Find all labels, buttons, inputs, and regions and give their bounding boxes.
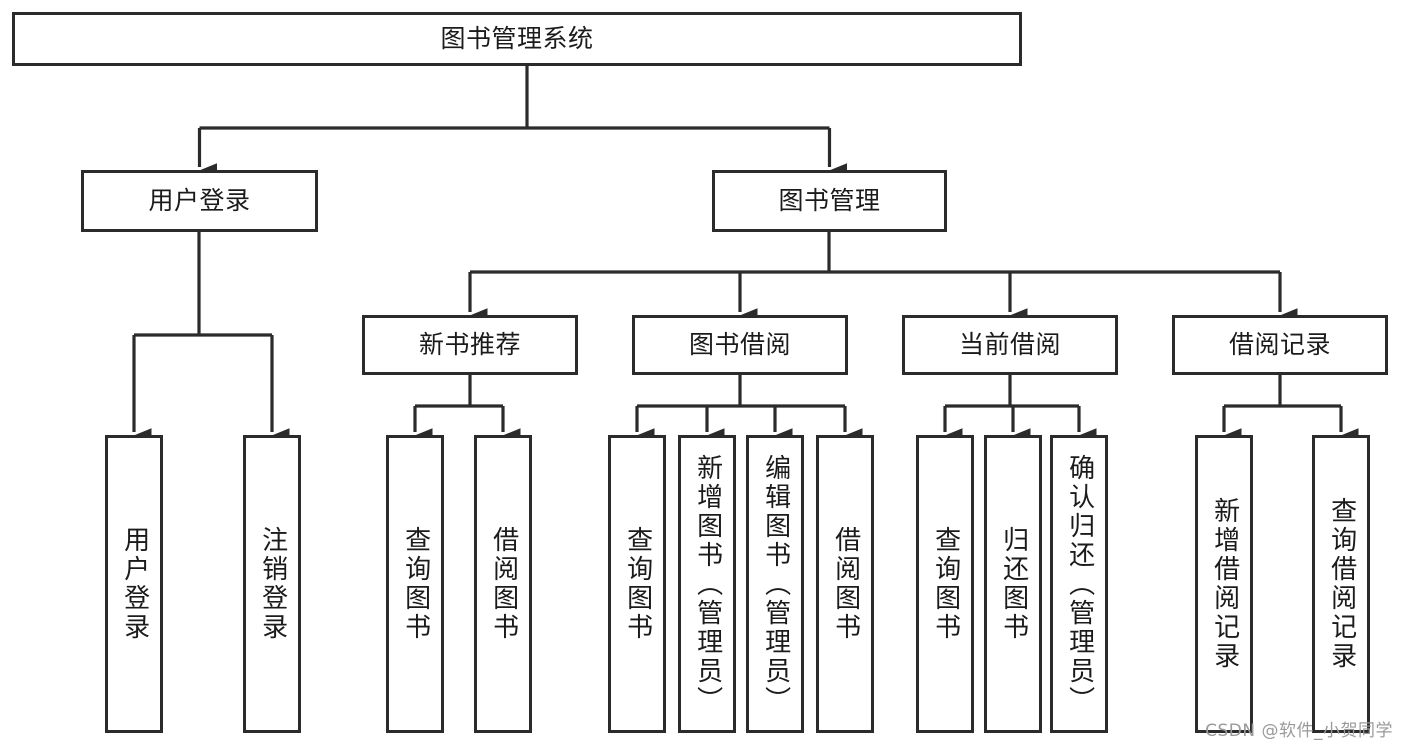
node-label: 新书推荐 xyxy=(418,329,521,359)
node-label: 用户登录 xyxy=(119,526,150,642)
node-label: 用户登录 xyxy=(148,185,251,215)
node-label: 查询图书 xyxy=(400,526,431,642)
watermark-label: CSDN @软件_小贺同学 xyxy=(1205,721,1393,741)
node-label: 借阅图书 xyxy=(488,526,519,642)
node-current-borrow[interactable]: 当前借阅 xyxy=(902,315,1118,375)
node-label: 查询借阅记录 xyxy=(1326,497,1357,671)
node-user-login[interactable]: 用户登录 xyxy=(81,170,318,232)
node-leaf-borrow-book-1[interactable]: 借阅图书 xyxy=(474,435,532,733)
node-borrow-record[interactable]: 借阅记录 xyxy=(1172,315,1388,375)
node-leaf-return-book[interactable]: 归还图书 xyxy=(984,435,1042,733)
node-label: 新增借阅记录 xyxy=(1209,497,1240,671)
node-leaf-query-book-3[interactable]: 查询图书 xyxy=(916,435,974,733)
node-leaf-borrow-book-2[interactable]: 借阅图书 xyxy=(816,435,874,733)
node-leaf-query-record[interactable]: 查询借阅记录 xyxy=(1312,435,1370,733)
node-leaf-query-book-2[interactable]: 查询图书 xyxy=(608,435,666,733)
node-label: 借阅图书 xyxy=(830,526,861,642)
node-label: 查询图书 xyxy=(622,526,653,642)
node-leaf-edit-book[interactable]: 编辑图书（管理员） xyxy=(746,435,804,733)
node-new-book-rec[interactable]: 新书推荐 xyxy=(362,315,578,375)
node-leaf-user-logout[interactable]: 注销登录 xyxy=(243,435,301,733)
node-label: 图书借阅 xyxy=(688,329,791,359)
node-label: 查询图书 xyxy=(930,526,961,642)
node-leaf-add-record[interactable]: 新增借阅记录 xyxy=(1195,435,1253,733)
node-root[interactable]: 图书管理系统 xyxy=(12,12,1022,66)
node-label: 新增图书（管理员） xyxy=(692,453,723,715)
node-label: 确认归还（管理员） xyxy=(1064,453,1095,715)
node-leaf-add-book[interactable]: 新增图书（管理员） xyxy=(678,435,736,733)
node-leaf-user-login[interactable]: 用户登录 xyxy=(105,435,163,733)
node-label: 当前借阅 xyxy=(958,329,1061,359)
node-label: 图书管理系统 xyxy=(440,23,594,53)
node-book-manage[interactable]: 图书管理 xyxy=(712,170,947,232)
node-leaf-query-book-1[interactable]: 查询图书 xyxy=(386,435,444,733)
node-label: 归还图书 xyxy=(998,526,1029,642)
node-book-borrow[interactable]: 图书借阅 xyxy=(632,315,848,375)
node-label: 编辑图书（管理员） xyxy=(760,453,791,715)
node-label: 借阅记录 xyxy=(1228,329,1331,359)
node-label: 注销登录 xyxy=(257,526,288,642)
node-leaf-confirm-return[interactable]: 确认归还（管理员） xyxy=(1050,435,1108,733)
node-label: 图书管理 xyxy=(778,185,881,215)
